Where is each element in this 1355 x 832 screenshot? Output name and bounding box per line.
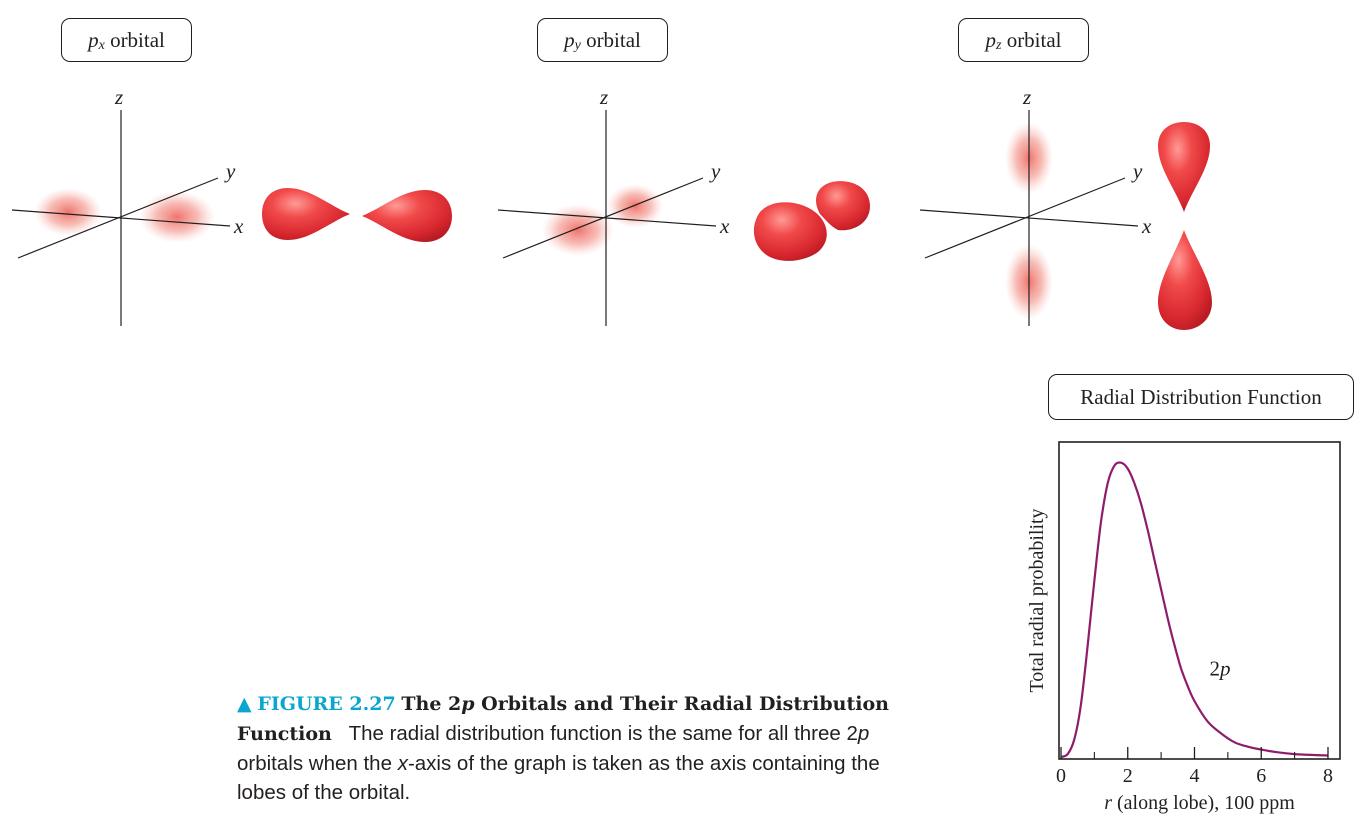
figure-caption: ▲ FIGURE 2.27 The 2p Orbitals and Their … [237,689,907,807]
orbital-lobe-right [362,190,452,242]
figure-number: FIGURE 2.27 [257,693,396,715]
x-tick-label: 6 [1256,765,1266,787]
electron-cloud-left [34,188,102,236]
radial-distribution-chart: 0 2 4 6 8 2p Total radial probability r (alo… [1026,441,1341,814]
caption-body-italic-p: p [857,722,870,745]
y-axis-label: y [224,159,236,183]
caption-marker: ▲ [237,693,252,715]
orbital-illustrations: z y x z y x z y x [11,85,1212,330]
x-axis-title-italic: r [1104,792,1112,814]
figure-title-pre: The 2 [401,693,462,715]
x-tick-label: 0 [1056,765,1066,787]
x-tick-labels: 0 2 4 6 8 [1056,765,1333,787]
z-axis-label: z [114,85,123,109]
figure-title-italic: p [461,693,475,715]
y-axis-label: y [1131,159,1143,183]
px-orbital-diagram: z y x [11,85,452,326]
x-tick-label: 4 [1189,765,1199,787]
orbital-lobe-top [1158,122,1210,212]
y-axis-label: y [709,159,721,183]
electron-cloud-front [542,204,614,256]
series-label-2p: 2p [1210,657,1231,681]
caption-body-1: The radial distribution function is the … [348,722,858,745]
orbital-word: orbital [110,27,165,52]
x-axis-label: x [719,214,730,238]
x-tick-label: 8 [1323,765,1333,787]
y-axis [502,177,704,259]
x-ticks [1060,747,1329,759]
pz-orbital-diagram: z y x [919,85,1212,330]
x-axis [497,209,717,227]
x-axis [11,209,231,227]
y-axis [924,177,1126,259]
plot-frame [1058,441,1341,760]
orbital-lobe-back [816,181,870,231]
caption-body-3: -axis of the graph is taken as the axis … [237,752,880,804]
orbital-subscript: z [995,38,1002,54]
orbital-subscript: x [98,38,105,54]
orbital-symbol: p [985,27,996,52]
rdf-label-text: Radial Distribution Function [1080,384,1322,409]
x-axis-title: r (along lobe), 100 ppm [1104,792,1295,814]
y-axis-title: Total radial probability [1026,508,1048,692]
orbital-lobe-front [753,202,827,261]
y-axis [17,177,219,259]
orbital-symbol: p [88,27,99,52]
z-axis-label: z [599,85,608,109]
electron-cloud-back [607,184,663,228]
electron-cloud-right [139,191,215,243]
x-axis-title-rest: (along lobe), 100 ppm [1112,792,1295,814]
figure-title-post: Orbitals and Their Radial Distribution F… [237,693,889,745]
orbital-word: orbital [1006,27,1062,52]
z-axis-label: z [1022,85,1031,109]
x-axis [919,209,1139,227]
orbital-subscript: y [574,38,581,54]
orbital-lobe-left [262,188,350,240]
rdf-label: Radial Distribution Function [1048,374,1354,420]
orbital-lobe-bottom [1158,230,1212,330]
caption-body-italic-x: x [397,752,408,775]
orbital-word: orbital [586,27,641,52]
series-line-2p [1060,461,1329,759]
x-tick-label: 2 [1123,765,1133,787]
py-orbital-diagram: z y x [497,85,870,326]
x-axis-label: x [233,214,244,238]
caption-body-2: orbitals when the [237,752,398,775]
orbital-symbol: p [564,27,575,52]
x-axis-label: x [1141,214,1152,238]
